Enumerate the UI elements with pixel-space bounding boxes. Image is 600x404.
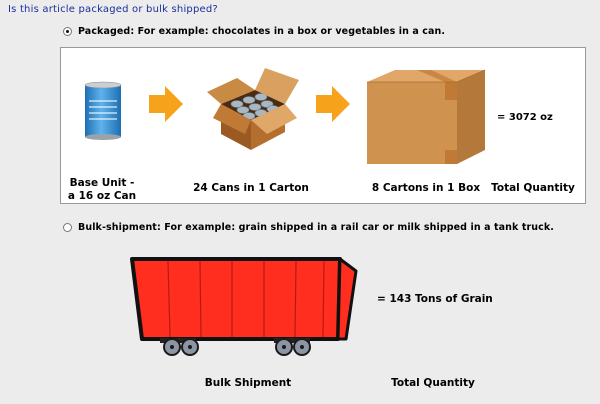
- packaged-total-value: = 3072 oz: [497, 112, 553, 123]
- option-packaged[interactable]: Packaged: For example: chocolates in a b…: [63, 26, 445, 37]
- arrow-right-icon: [149, 86, 183, 122]
- packaged-radio[interactable]: [63, 27, 72, 36]
- packaged-total-quantity-label: Total Quantity: [491, 182, 575, 194]
- option-bulk[interactable]: Bulk-shipment: For example: grain shippe…: [63, 222, 554, 233]
- carton-icon: [207, 68, 299, 150]
- shipping-box-icon: [367, 69, 486, 164]
- packaged-label[interactable]: Packaged: For example: chocolates in a b…: [78, 26, 446, 37]
- bulk-label[interactable]: Bulk-shipment: For example: grain shippe…: [78, 222, 555, 233]
- base-unit-label: Base Unit - a 16 oz Can: [67, 177, 137, 203]
- bulk-radio[interactable]: [63, 223, 72, 232]
- base-unit-line2: a 16 oz Can: [67, 190, 137, 202]
- can-icon: [84, 81, 122, 140]
- bulk-total-quantity-label: Total Quantity: [391, 377, 475, 389]
- bulk-total-value: = 143 Tons of Grain: [377, 293, 493, 305]
- question-heading: Is this article packaged or bulk shipped…: [8, 4, 218, 15]
- railcar-icon: [130, 257, 358, 356]
- base-unit-line1: Base Unit -: [69, 177, 135, 189]
- cartons-per-box-label: 8 Cartons in 1 Box: [371, 182, 481, 194]
- bulk-shipment-label: Bulk Shipment: [204, 377, 292, 389]
- packaged-panel: = 3072 oz Base Unit - a 16 oz Can 24 Can…: [60, 47, 586, 204]
- cans-per-carton-label: 24 Cans in 1 Carton: [193, 182, 309, 194]
- arrow-right-icon: [316, 86, 350, 122]
